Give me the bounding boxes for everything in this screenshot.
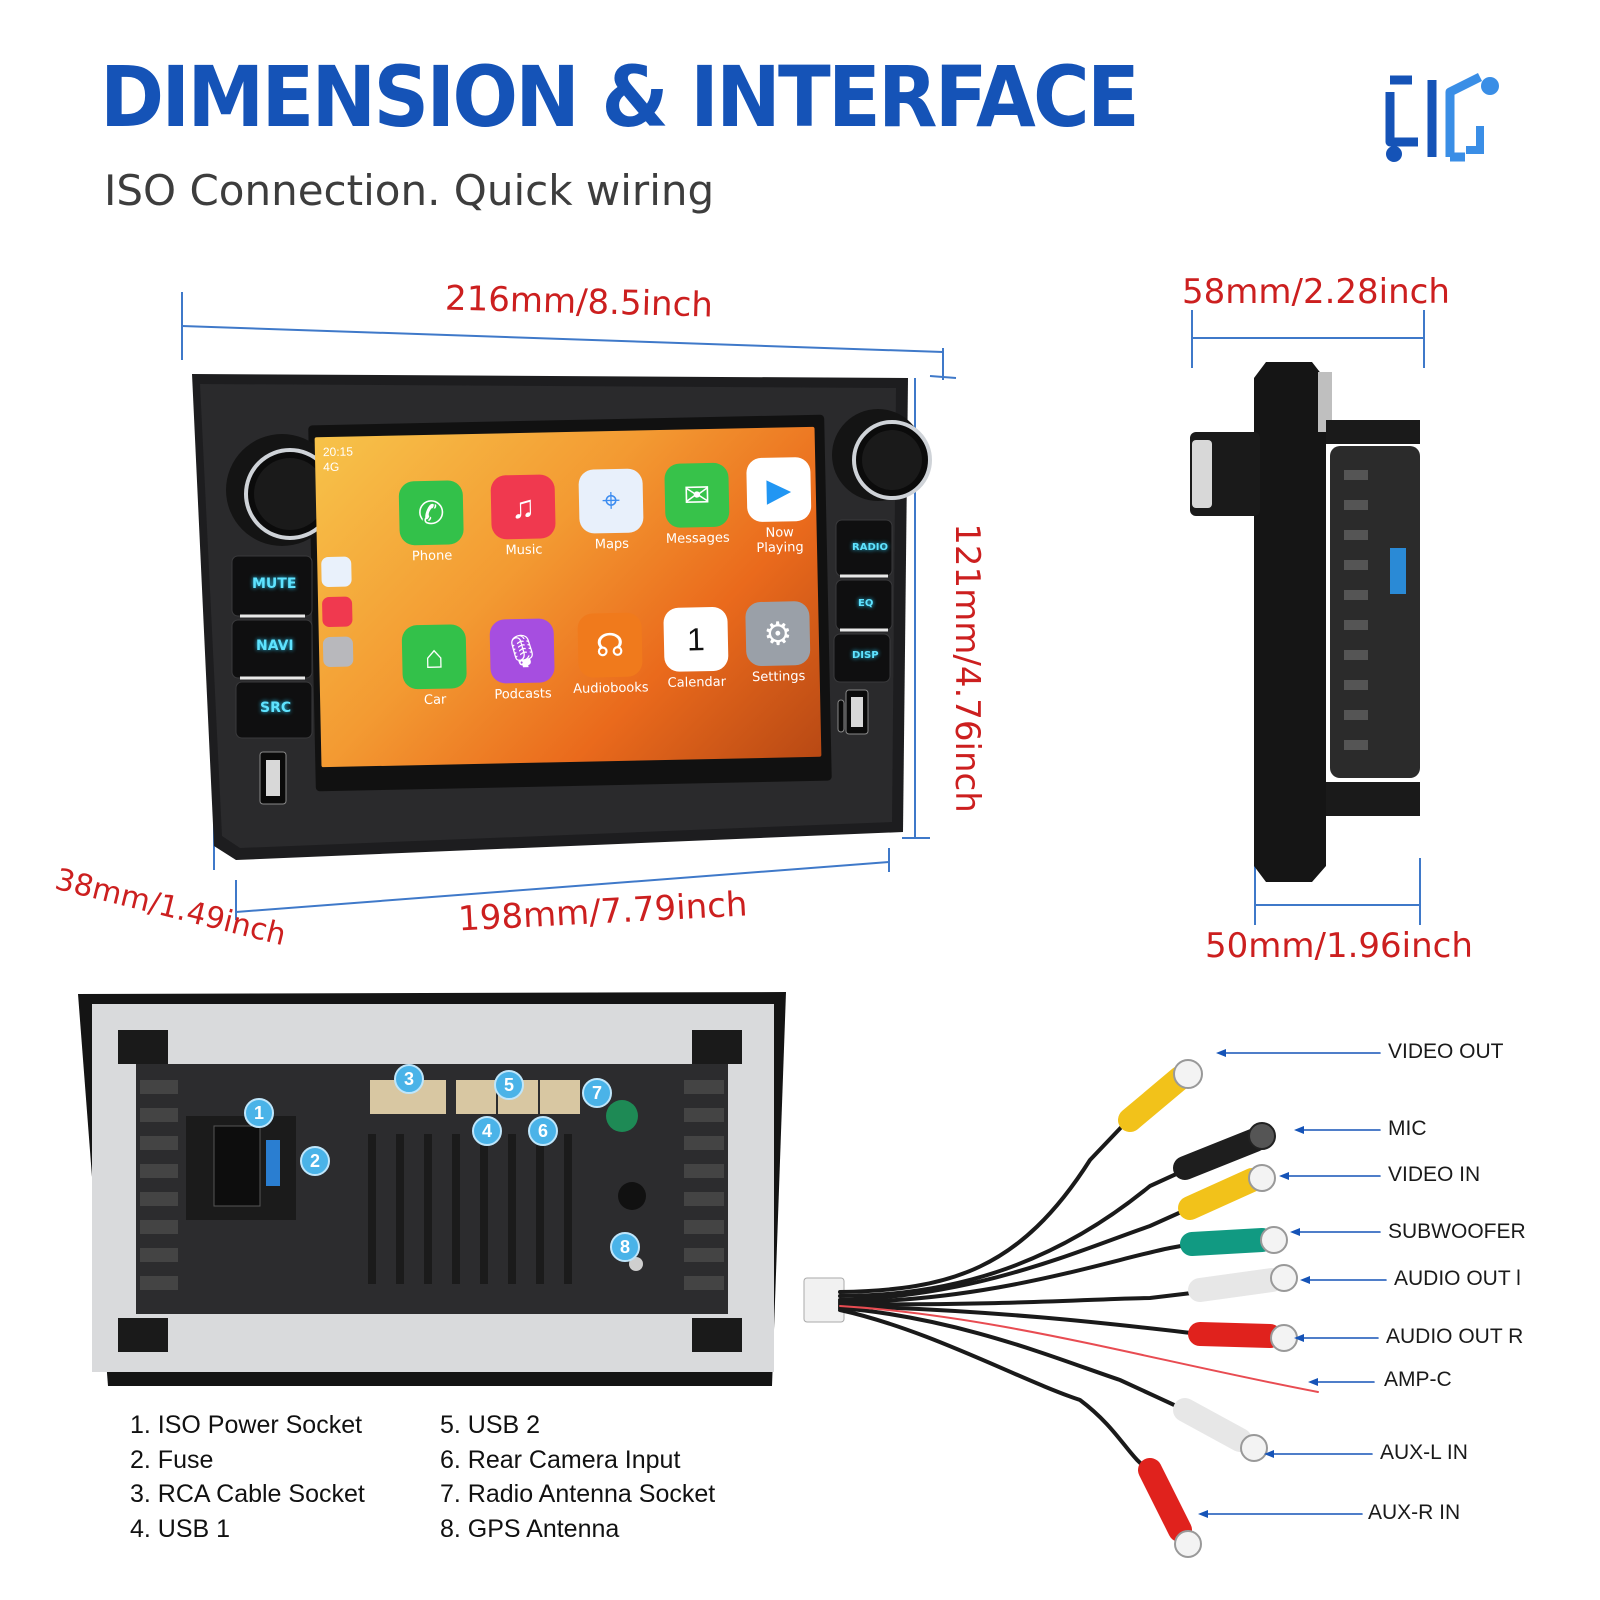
badge-2: 2 <box>300 1146 330 1176</box>
rear-panel <box>78 992 786 1386</box>
legend-item: 5. USB 2 <box>440 1411 541 1439</box>
status-time: 20:15 <box>322 444 354 460</box>
badge-8: 8 <box>610 1232 640 1262</box>
audiobook-headphones-icon: ☊ <box>577 612 643 678</box>
legend-item: 7. Radio Antenna Socket <box>440 1480 716 1508</box>
music-headphones-icon: ♫ <box>490 474 556 540</box>
cable-label-aux-l-in: AUX-L IN <box>1380 1441 1468 1464</box>
cable-label-video-in: VIDEO IN <box>1388 1163 1481 1186</box>
message-bubble-icon: ✉ <box>664 462 730 528</box>
dimension-side-width-bottom: 50mm/1.96inch <box>1205 926 1473 966</box>
app-messages[interactable]: ✉ Messages <box>657 462 737 547</box>
cable-label-audio-out-r: AUDIO OUT R <box>1386 1325 1524 1348</box>
badge-7: 7 <box>582 1078 612 1108</box>
app-label: Maps <box>594 536 630 553</box>
home-icon: ⌂ <box>401 624 467 690</box>
app-label: Calendar <box>667 674 727 691</box>
page-subtitle: ISO Connection. Quick wiring <box>104 166 715 215</box>
disp-button[interactable]: DISP <box>852 650 879 661</box>
app-phone[interactable]: ✆ Phone <box>392 480 472 565</box>
legend-item: 8. GPS Antenna <box>440 1514 620 1543</box>
dimension-front-height: 121mm/4.76inch <box>947 523 987 813</box>
status-bar: 20:15 4G <box>323 444 354 475</box>
eq-button[interactable]: EQ <box>858 598 874 609</box>
app-label: Audiobooks <box>573 680 649 697</box>
music-headphones-icon[interactable] <box>321 596 353 628</box>
radio-button[interactable]: RADIO <box>852 542 888 553</box>
legend-item: 6. Rear Camera Input <box>440 1445 681 1474</box>
app-audiobooks[interactable]: ☊ Audiobooks <box>570 612 650 697</box>
app-settings[interactable]: ⚙ Settings <box>738 600 818 686</box>
podcast-mic-icon: 🎙 <box>489 618 555 684</box>
cable-label-subwoofer: SUBWOOFER <box>1388 1220 1526 1243</box>
map-pin-icon: ⌖ <box>578 468 644 534</box>
page-title: DIMENSION & INTERFACE <box>100 48 1140 146</box>
legend-item: 4. USB 1 <box>130 1514 231 1543</box>
dashboard-icon[interactable] <box>322 636 354 668</box>
cable-label-amp-c: AMP-C <box>1384 1368 1452 1391</box>
app-label: Now Playing <box>756 525 804 557</box>
play-icon: ▶ <box>746 456 812 523</box>
src-button[interactable]: SRC <box>260 700 292 716</box>
cable-label-mic: MIC <box>1388 1117 1427 1140</box>
legend-left: 1. ISO Power Socket 2. Fuse 3. RCA Cable… <box>130 1408 365 1546</box>
app-label: Messages <box>665 530 730 547</box>
carplay-dock <box>321 556 360 677</box>
app-podcasts[interactable]: 🎙 Podcasts <box>482 618 562 703</box>
legend-right: 5. USB 2 6. Rear Camera Input 7. Radio A… <box>440 1408 715 1546</box>
app-label: Podcasts <box>494 686 552 703</box>
gear-icon: ⚙ <box>745 600 811 667</box>
app-maps[interactable]: ⌖ Maps <box>571 468 651 553</box>
badge-3: 3 <box>394 1064 424 1094</box>
badge-1: 1 <box>244 1098 274 1128</box>
app-car[interactable]: ⌂ Car <box>395 624 475 709</box>
navi-button[interactable]: NAVI <box>256 638 294 654</box>
app-label: Car <box>423 692 447 709</box>
dimension-side-width-top: 58mm/2.28inch <box>1182 272 1450 312</box>
app-label: Phone <box>411 548 453 565</box>
bluetooth-music-icon <box>1385 72 1499 162</box>
cable-harness <box>803 1049 1387 1558</box>
dimension-front-width-top: 216mm/8.5inch <box>444 278 714 326</box>
calendar-icon: 1 <box>663 606 729 672</box>
app-music[interactable]: ♫ Music <box>483 474 563 559</box>
mute-button[interactable]: MUTE <box>252 576 297 592</box>
badge-6: 6 <box>528 1116 558 1146</box>
cable-label-video-out: VIDEO OUT <box>1388 1040 1504 1063</box>
badge-5: 5 <box>494 1070 524 1100</box>
cable-label-audio-out-l: AUDIO OUT l <box>1394 1267 1521 1290</box>
badge-4: 4 <box>472 1116 502 1146</box>
head-unit-side <box>1190 362 1420 882</box>
map-pin-icon[interactable] <box>321 556 352 588</box>
phone-icon: ✆ <box>398 480 464 546</box>
dimension-guides <box>181 292 1425 925</box>
app-label: Music <box>505 542 543 559</box>
app-calendar[interactable]: 1 Calendar <box>656 606 736 692</box>
status-network: 4G <box>323 459 340 475</box>
legend-item: 2. Fuse <box>130 1445 214 1474</box>
app-label: Settings <box>751 669 806 686</box>
head-unit-screen: 20:15 4G ✆ Phone ♫ Music ⌖ Maps ✉ Messag… <box>314 426 822 768</box>
app-now-playing[interactable]: ▶ Now Playing <box>739 456 819 557</box>
legend-item: 3. RCA Cable Socket <box>130 1480 365 1508</box>
legend-item: 1. ISO Power Socket <box>130 1411 363 1439</box>
cable-label-aux-r-in: AUX-R IN <box>1368 1501 1461 1524</box>
